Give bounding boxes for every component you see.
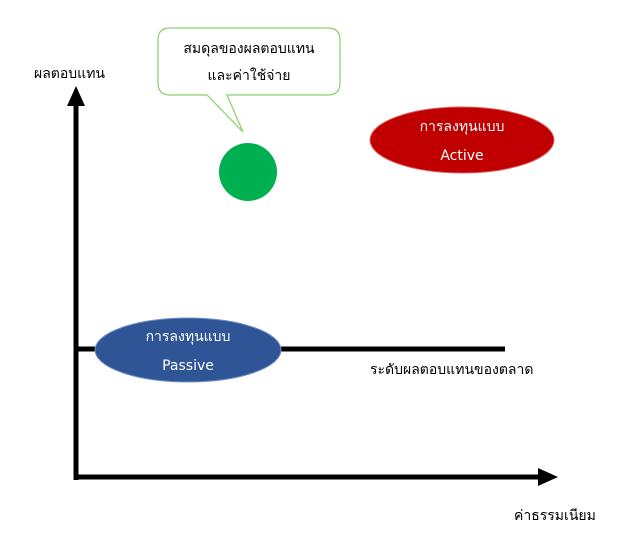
balance-point-circle (219, 143, 277, 201)
y-axis-label: ผลตอบแทน (34, 66, 105, 82)
callout-line-2: และค่าใช้จ่าย (208, 67, 291, 84)
market-line-label: ระดับผลตอบแทนของตลาด (370, 362, 533, 378)
callout-bubble (157, 27, 341, 133)
callout-line-1: สมดุลของผลตอบแทน (183, 41, 315, 57)
active-investing-ellipse (369, 106, 555, 174)
active-label-line-1: การลงทุนแบบ (420, 119, 505, 135)
y-axis-arrowhead (67, 86, 85, 106)
x-axis-label: ค่าธรรมเนียม (514, 508, 596, 524)
x-axis-arrowhead (538, 468, 558, 486)
passive-label-line-2: Passive (162, 358, 214, 374)
active-label-line-2: Active (440, 148, 483, 164)
passive-investing-ellipse (94, 317, 282, 383)
passive-label-line-1: การลงทุนแบบ (146, 329, 231, 345)
